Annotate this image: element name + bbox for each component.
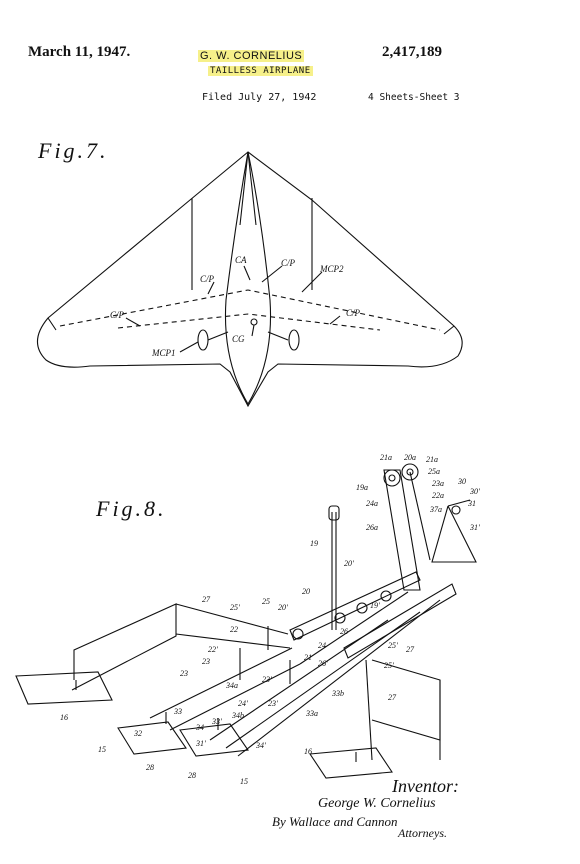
callout: 25 bbox=[262, 597, 270, 606]
brake-plate-right bbox=[179, 723, 249, 757]
callout: 34 bbox=[195, 723, 204, 732]
callout: 25' bbox=[230, 603, 240, 612]
callout: 24' bbox=[238, 699, 248, 708]
callout: 34a bbox=[225, 681, 238, 690]
callout: 33b bbox=[331, 689, 344, 698]
callout: 27 bbox=[388, 693, 397, 702]
patent-date: March 11, 1947. bbox=[28, 44, 131, 60]
callout: 15 bbox=[240, 777, 248, 786]
fig7-callouts: CA C/P MCP2 C/P C/P C/P MCP1 CG bbox=[110, 255, 361, 358]
callout: CG bbox=[232, 334, 245, 344]
callout: 33 bbox=[173, 707, 182, 716]
callout: 30' bbox=[469, 487, 480, 496]
callout: 26a bbox=[366, 523, 378, 532]
inventor-name: G. W. CORNELIUS bbox=[198, 50, 305, 62]
attorneys-line: By Wallace and Cannon bbox=[272, 814, 398, 829]
highlighted-inventor: G. W. CORNELIUS bbox=[198, 50, 305, 62]
left-pedal bbox=[15, 671, 113, 705]
callout: 19 bbox=[310, 539, 318, 548]
brake-plate-left bbox=[117, 721, 187, 755]
sheet-count: 4 Sheets-Sheet 3 bbox=[368, 92, 460, 103]
callout: 22' bbox=[208, 645, 218, 654]
callout: 31' bbox=[195, 739, 206, 748]
callout: C/P bbox=[281, 258, 296, 268]
callout: 32 bbox=[133, 729, 142, 738]
fig8-label: Fig.8. bbox=[96, 496, 167, 521]
callout: 16 bbox=[60, 713, 68, 722]
callout: 34b bbox=[231, 711, 244, 720]
callout: 31 bbox=[467, 499, 476, 508]
callout: 25' bbox=[384, 661, 394, 670]
callout: 21a bbox=[380, 453, 392, 462]
callout: 21a bbox=[426, 455, 438, 464]
fig8-callouts: 21a 20a 21a 25a 19a 23a 30 30' 22a 31 24… bbox=[60, 453, 480, 786]
callout: MCP1 bbox=[151, 348, 176, 358]
callout: 25a bbox=[428, 467, 440, 476]
inventor-signature: George W. Cornelius bbox=[318, 796, 436, 811]
fig7-label: Fig.7. bbox=[38, 138, 109, 163]
callout: 19' bbox=[370, 601, 380, 610]
callout: 30 bbox=[457, 477, 466, 486]
callout: MCP2 bbox=[319, 264, 344, 274]
callout: 26 bbox=[340, 627, 348, 636]
patent-number: 2,417,189 bbox=[382, 44, 442, 60]
callout: 24a bbox=[366, 499, 378, 508]
callout: 20' bbox=[278, 603, 288, 612]
callout: 34' bbox=[255, 741, 266, 750]
attorneys-label: Attorneys. bbox=[398, 826, 447, 840]
callout: 23' bbox=[268, 699, 278, 708]
callout: CA bbox=[235, 255, 247, 265]
callout: 22a bbox=[432, 491, 444, 500]
callout: 16 bbox=[304, 747, 312, 756]
highlighted-title: TAILLESS AIRPLANE bbox=[208, 66, 313, 76]
callout: C/P bbox=[200, 274, 215, 284]
filed-date: Filed July 27, 1942 bbox=[202, 92, 317, 103]
wing-outline bbox=[36, 151, 463, 408]
callout: 19a bbox=[356, 483, 368, 492]
fig7-aircraft bbox=[36, 151, 463, 408]
callout: 33a bbox=[305, 709, 318, 718]
callout: 27 bbox=[406, 645, 415, 654]
callout: 23' bbox=[262, 675, 272, 684]
callout: 23a bbox=[432, 479, 444, 488]
callout: 23 bbox=[202, 657, 210, 666]
callout: C/P bbox=[110, 310, 125, 320]
callout: 22 bbox=[230, 625, 238, 634]
callout: 24 bbox=[318, 641, 326, 650]
fig8-mechanism bbox=[15, 463, 477, 779]
patent-title: TAILLESS AIRPLANE bbox=[208, 66, 313, 76]
callout: 21 bbox=[304, 653, 312, 662]
callout: 27 bbox=[202, 595, 211, 604]
callout: 20a bbox=[404, 453, 416, 462]
callout: 26' bbox=[318, 659, 328, 668]
right-pedal bbox=[309, 747, 393, 779]
callout: C/P bbox=[346, 308, 361, 318]
callout: 15 bbox=[98, 745, 106, 754]
callout: 31' bbox=[469, 523, 480, 532]
callout: 28 bbox=[146, 763, 154, 772]
callout: 25' bbox=[388, 641, 398, 650]
callout: 23 bbox=[180, 669, 188, 678]
fuselage bbox=[224, 151, 272, 406]
callout: 28 bbox=[188, 771, 196, 780]
inventor-label: Inventor: bbox=[392, 776, 459, 796]
callout: 20' bbox=[344, 559, 354, 568]
callout: 37a bbox=[429, 505, 442, 514]
callout: 33' bbox=[211, 717, 222, 726]
callout: 20 bbox=[302, 587, 310, 596]
